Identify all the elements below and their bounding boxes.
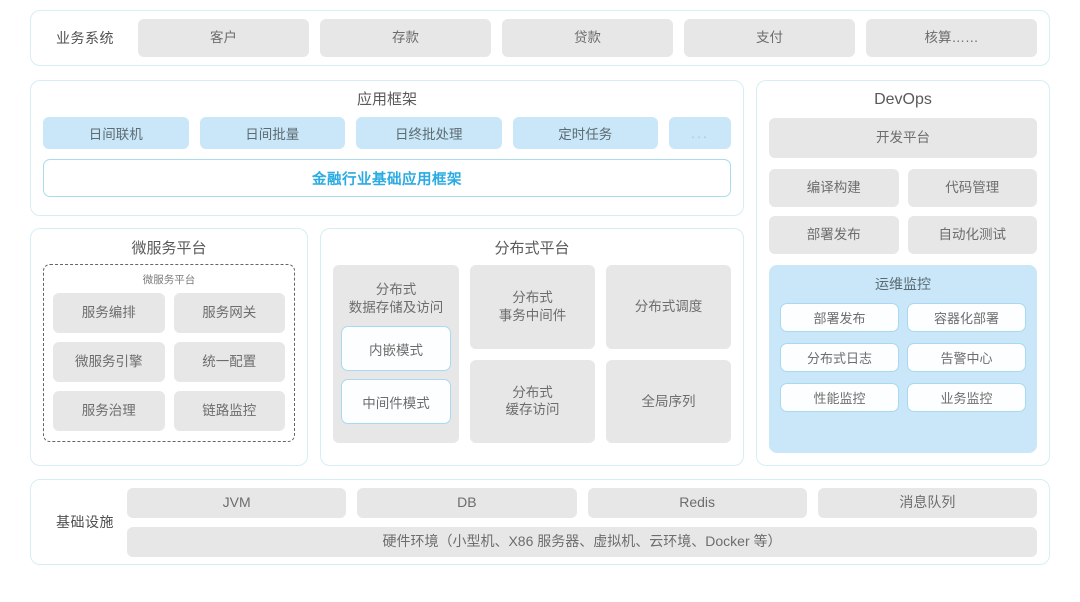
microservice-platform-panel: 微服务平台 微服务平台 服务编排 服务网关 微服务引擎 统一配置 服务治理 链路… [30, 228, 308, 466]
infrastructure-label: 基础设施 [56, 514, 114, 530]
dist-mode-embedded[interactable]: 内嵌模式 [341, 326, 451, 372]
distributed-platform-title: 分布式平台 [494, 240, 570, 257]
dist-cell-0-line2: 事务中间件 [498, 307, 567, 323]
dist-cell-cache-access[interactable]: 分布式 缓存访问 [470, 359, 595, 443]
devops-item-deploy-release[interactable]: 部署发布 [769, 216, 899, 254]
infra-item-db[interactable]: DB [357, 487, 577, 518]
infrastructure-top-row: JVM DB Redis 消息队列 [127, 487, 1037, 518]
app-chip-daytime-batch[interactable]: 日间批量 [199, 117, 345, 149]
microservice-item-grid: 服务编排 服务网关 微服务引擎 统一配置 服务治理 链路监控 [53, 293, 285, 431]
distributed-body: 分布式 数据存储及访问 内嵌模式 中间件模式 分布式 事务中间件 [333, 265, 731, 443]
ops-item-business-monitoring[interactable]: 业务监控 [907, 383, 1026, 412]
infra-item-redis[interactable]: Redis [587, 487, 807, 518]
devops-item-grid: 编译构建 代码管理 部署发布 自动化测试 [769, 169, 1037, 254]
business-item-customer[interactable]: 客户 [138, 19, 309, 57]
dist-cell-2-line2: 缓存访问 [505, 402, 560, 418]
distributed-data-storage-title: 分布式 数据存储及访问 [341, 273, 451, 326]
dist-storage-title-line1: 分布式 [375, 282, 417, 297]
business-system-row: 业务系统 客户 存款 贷款 支付 核算…… [30, 10, 1050, 66]
app-chip-eod-batch[interactable]: 日终批处理 [356, 117, 502, 149]
app-chip-more[interactable]: ... [669, 117, 731, 149]
platform-row: 微服务平台 微服务平台 服务编排 服务网关 微服务引擎 统一配置 服务治理 链路… [30, 228, 744, 466]
business-item-loan[interactable]: 贷款 [502, 19, 673, 57]
devops-title: DevOps [874, 91, 932, 108]
app-framework-title: 应用框架 [356, 91, 417, 108]
business-item-payment[interactable]: 支付 [684, 19, 855, 57]
infrastructure-row: 基础设施 JVM DB Redis 消息队列 硬件环境（小型机、X86 服务器、… [30, 479, 1050, 565]
devops-item-automated-testing[interactable]: 自动化测试 [907, 216, 1037, 254]
ops-item-performance-monitoring[interactable]: 性能监控 [780, 383, 899, 412]
devops-dev-platform[interactable]: 开发平台 [769, 118, 1037, 158]
micro-item-trace-monitoring[interactable]: 链路监控 [173, 391, 285, 431]
app-framework-chip-row: 日间联机 日间批量 日终批处理 定时任务 ... [43, 117, 731, 149]
dist-cell-scheduling[interactable]: 分布式调度 [606, 265, 731, 349]
business-item-deposit[interactable]: 存款 [320, 19, 491, 57]
ops-monitoring-title: 运维监控 [875, 276, 931, 292]
microservice-platform-title: 微服务平台 [131, 240, 207, 257]
micro-item-service-governance[interactable]: 服务治理 [53, 391, 165, 431]
platform-column: 应用框架 日间联机 日间批量 日终批处理 定时任务 ... 金融行业基础应用框架… [30, 80, 744, 466]
ops-item-alert-center[interactable]: 告警中心 [907, 343, 1026, 372]
distributed-data-storage-group: 分布式 数据存储及访问 内嵌模式 中间件模式 [333, 265, 459, 443]
app-chip-daytime-online[interactable]: 日间联机 [43, 117, 189, 149]
infra-item-hardware-environment[interactable]: 硬件环境（小型机、X86 服务器、虚拟机、云环境、Docker 等） [127, 526, 1037, 557]
dist-cell-global-sequence[interactable]: 全局序列 [606, 359, 731, 443]
ops-row-2: 分布式日志 告警中心 [780, 343, 1026, 372]
infra-item-jvm[interactable]: JVM [127, 487, 347, 518]
distributed-platform-panel: 分布式平台 分布式 数据存储及访问 内嵌模式 中间件模式 [320, 228, 744, 466]
financial-base-framework-bar: 金融行业基础应用框架 [43, 159, 731, 197]
distributed-cells-grid: 分布式 事务中间件 分布式调度 分布 [470, 265, 731, 443]
ops-monitoring-group: 运维监控 部署发布 容器化部署 分布式日志 告警中心 性能监控 业务监控 [769, 265, 1037, 453]
dist-storage-title-line2: 数据存储及访问 [348, 299, 444, 315]
infra-item-message-queue[interactable]: 消息队列 [817, 487, 1037, 518]
business-item-accounting[interactable]: 核算…… [866, 19, 1037, 57]
app-framework-panel: 应用框架 日间联机 日间批量 日终批处理 定时任务 ... 金融行业基础应用框架 [30, 80, 744, 216]
micro-item-microservice-engine[interactable]: 微服务引擎 [53, 342, 165, 382]
micro-item-service-orchestration[interactable]: 服务编排 [53, 293, 165, 333]
infrastructure-columns: JVM DB Redis 消息队列 硬件环境（小型机、X86 服务器、虚拟机、云… [127, 487, 1037, 557]
business-system-label: 业务系统 [56, 30, 114, 46]
middle-area: 应用框架 日间联机 日间批量 日终批处理 定时任务 ... 金融行业基础应用框架… [30, 80, 1050, 466]
app-chip-scheduled-task[interactable]: 定时任务 [512, 117, 658, 149]
micro-item-service-gateway[interactable]: 服务网关 [173, 293, 285, 333]
devops-item-build[interactable]: 编译构建 [769, 169, 899, 207]
ops-item-containerized-deploy[interactable]: 容器化部署 [907, 303, 1026, 332]
microservice-inner-box: 微服务平台 服务编排 服务网关 微服务引擎 统一配置 服务治理 链路监控 [43, 264, 295, 442]
micro-item-unified-config[interactable]: 统一配置 [173, 342, 285, 382]
dist-mode-middleware[interactable]: 中间件模式 [341, 379, 451, 425]
microservice-inner-label: 微服务平台 [142, 274, 196, 286]
ops-row-3: 性能监控 业务监控 [780, 383, 1026, 412]
dist-cell-2-line1: 分布式 [512, 384, 553, 400]
dist-cell-3-line1: 全局序列 [641, 393, 696, 409]
dist-cell-0-line1: 分布式 [512, 290, 553, 306]
devops-panel: DevOps 开发平台 编译构建 代码管理 部署发布 自动化测试 运维监控 部署… [756, 80, 1050, 466]
devops-item-code-management[interactable]: 代码管理 [907, 169, 1037, 207]
ops-item-distributed-log[interactable]: 分布式日志 [780, 343, 899, 372]
dist-cell-1-line1: 分布式调度 [634, 299, 703, 315]
ops-row-1: 部署发布 容器化部署 [780, 303, 1026, 332]
ops-item-deploy-release[interactable]: 部署发布 [780, 303, 899, 332]
dist-cell-transaction-middleware[interactable]: 分布式 事务中间件 [470, 265, 595, 349]
